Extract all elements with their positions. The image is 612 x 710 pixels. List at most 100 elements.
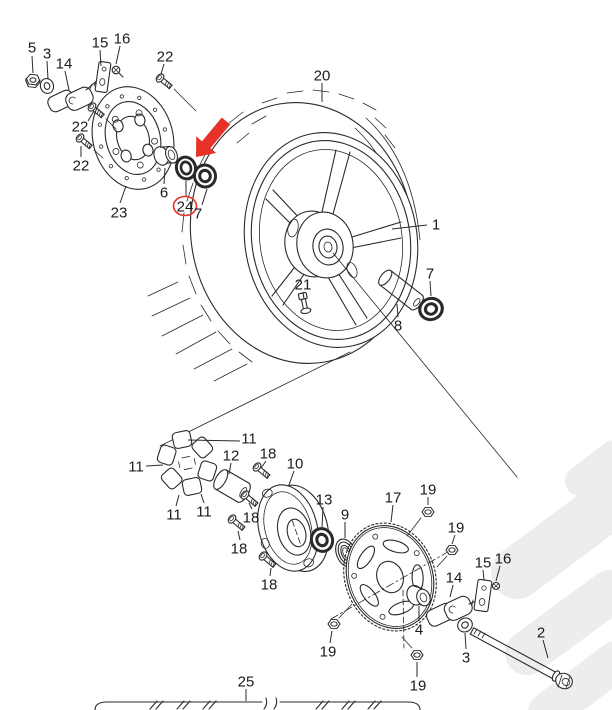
leader-line-5 (31, 55, 34, 74)
callout-14: 14 (446, 570, 463, 587)
callout-12: 12 (223, 448, 240, 465)
leader-line-11 (175, 494, 180, 507)
callout-10: 10 (287, 456, 304, 473)
bolt-leader (93, 149, 104, 159)
wheel-spokes (265, 149, 402, 326)
leader-line-22 (87, 110, 95, 122)
disc-bolt-22-a (155, 73, 173, 90)
callout-9: 9 (341, 507, 349, 524)
sprocket-nut-19-b (445, 545, 459, 555)
callout-7: 7 (426, 266, 434, 283)
hub-bolt-18-c (227, 514, 246, 531)
cush-drive-rubbers (156, 430, 218, 496)
axle-nut-5 (25, 73, 41, 89)
callout-3: 3 (43, 46, 51, 63)
construction-lines (159, 252, 518, 478)
adjuster-plate-15-rear (473, 578, 493, 613)
disc-center-clover (112, 113, 154, 163)
callout-17: 17 (385, 490, 402, 507)
callout-19: 19 (448, 520, 465, 537)
wheel (243, 132, 419, 348)
callout-22: 22 (72, 119, 89, 136)
axis-line (330, 548, 454, 620)
callout-11: 11 (128, 459, 144, 476)
leader-line-11 (187, 439, 241, 442)
highlight-circle (172, 195, 198, 217)
disc-bolt-22-c (75, 133, 93, 150)
leader-line-13 (321, 506, 324, 529)
callout-11: 11 (196, 504, 212, 521)
hub-drum (296, 211, 354, 279)
leader-line-12 (228, 462, 232, 475)
nut-leader (406, 517, 422, 537)
leader-line-18 (269, 567, 272, 577)
bolt-leader (173, 88, 197, 112)
adjuster-plate-15-front (94, 61, 112, 93)
leader-line-14 (64, 70, 70, 91)
nut-leader (401, 636, 413, 649)
leader-line-19 (329, 630, 333, 644)
callout-13: 13 (316, 492, 333, 509)
leader-line-19 (451, 534, 456, 545)
callout-6: 6 (160, 185, 168, 202)
callout-25: 25 (238, 674, 255, 691)
wheel-bearing-7-left (192, 163, 218, 189)
red-arrow-icon (196, 117, 231, 157)
leader-line-15 (99, 49, 102, 67)
leader-line-15 (482, 569, 485, 581)
leader-line-7 (201, 188, 208, 206)
callout-11: 11 (241, 431, 257, 448)
callout-19: 19 (410, 678, 427, 695)
leader-line-14 (449, 584, 454, 598)
callout-18: 18 (260, 446, 277, 463)
leader-line-18 (237, 530, 241, 541)
valve-stem (297, 292, 312, 315)
suzuki-s-watermark (491, 440, 612, 710)
callout-15: 15 (475, 555, 492, 572)
callout-3: 3 (462, 650, 470, 667)
bolt-leader (105, 118, 117, 130)
axis-line (402, 589, 405, 649)
leader-line-3 (46, 60, 49, 80)
callout-16: 16 (495, 551, 512, 568)
sprocket-spacer-4 (406, 584, 431, 607)
leader-line-18 (260, 460, 267, 469)
sprocket-nut-19-d (410, 650, 424, 660)
leader-line-6 (163, 167, 166, 185)
callout-18: 18 (243, 510, 260, 527)
dust-seal-24 (174, 155, 198, 181)
chain-adjuster-14-rear (425, 595, 482, 627)
sprocket-nut-19-a (421, 507, 435, 517)
callout-16: 16 (114, 31, 131, 48)
adjuster-screw-16-rear (491, 581, 501, 591)
leader-line-22 (160, 63, 165, 75)
callout-20: 20 (314, 68, 331, 85)
leader-line-10 (288, 470, 295, 486)
leader-line-23 (119, 185, 127, 204)
callout-18: 18 (261, 577, 278, 594)
leader-line-16 (115, 45, 121, 65)
hub-bolt-18-d (258, 551, 277, 568)
callout-11: 11 (166, 507, 182, 524)
hub-spacer-6 (153, 145, 179, 166)
chain-adjuster-14-front (47, 78, 100, 113)
callout-23: 23 (111, 205, 128, 222)
callout-19: 19 (420, 482, 437, 499)
disc-holes (97, 94, 169, 182)
axle-spacer-8 (378, 269, 424, 311)
washer-3-front (39, 78, 55, 94)
callout-7: 7 (194, 206, 202, 223)
callout-14: 14 (56, 56, 73, 73)
sprocket-nut-19-c (327, 619, 341, 629)
sprocket-hub-10 (257, 484, 330, 573)
callout-22: 22 (157, 49, 174, 66)
hub-bearing-13 (309, 527, 335, 553)
leader-line-21 (302, 291, 305, 300)
leader-line-8 (396, 303, 399, 318)
leader-line-11 (145, 464, 164, 467)
leader-line-18 (248, 502, 253, 510)
leader-line-16 (495, 565, 501, 582)
drive-chain (94, 697, 421, 710)
